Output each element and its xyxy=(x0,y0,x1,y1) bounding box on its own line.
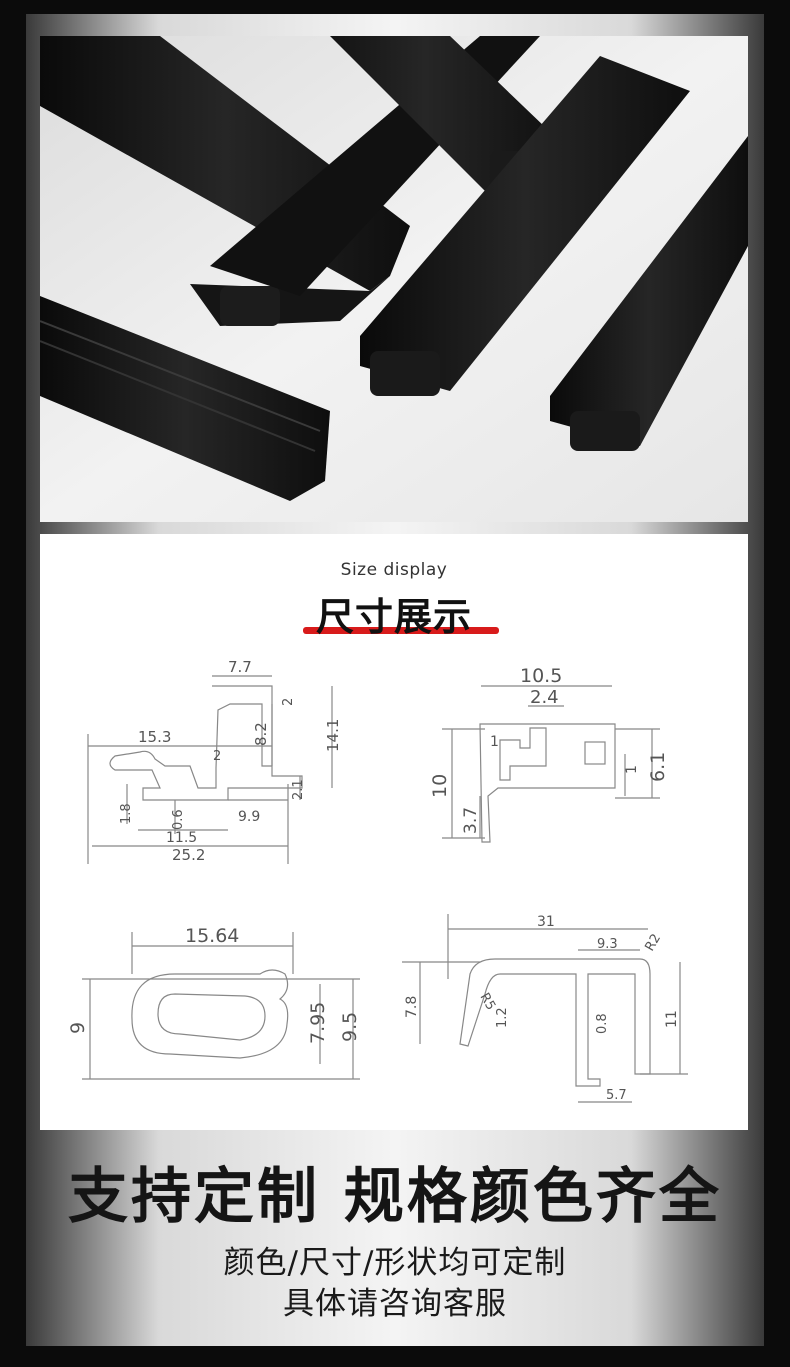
d2-dim-2-4: 2.4 xyxy=(530,687,559,708)
d4-dim-31: 31 xyxy=(537,914,555,930)
d3-dim-15-64: 15.64 xyxy=(185,925,239,947)
product-photo xyxy=(40,36,748,522)
d4-dim-0-8: 0.8 xyxy=(595,1013,610,1034)
d4-dim-9-3: 9.3 xyxy=(597,937,618,952)
d1-dim-2-mid: 2 xyxy=(213,749,221,764)
strip-e xyxy=(550,136,748,446)
d4-dim-1-2: 1.2 xyxy=(495,1007,510,1028)
d1-dim-9-9: 9.9 xyxy=(238,809,260,825)
diagram-3-profile xyxy=(82,932,360,1080)
d1-dim-2-top: 2 xyxy=(281,698,296,706)
d1-dim-7-7: 7.7 xyxy=(228,658,252,676)
product-photo-graphic xyxy=(40,36,748,522)
subline-contact-service: 具体请咨询客服 xyxy=(283,1286,507,1322)
d1-dim-1-8: 1.8 xyxy=(119,803,134,824)
d1-dim-0-6: 0.6 xyxy=(171,809,186,830)
headline-customization: 支持定制 规格颜色齐全 xyxy=(68,1162,722,1232)
d1-dim-15-3: 15.3 xyxy=(138,728,171,746)
diagram-2-profile xyxy=(442,685,660,843)
d4-dim-r2: R2 xyxy=(642,932,664,954)
d1-dim-14-1: 14.1 xyxy=(324,719,342,752)
d3-dim-7-95: 7.95 xyxy=(307,1002,329,1044)
d2-dim-1-left: 1 xyxy=(490,734,499,750)
size-display-title: 尺寸展示 xyxy=(315,595,472,639)
d2-dim-10: 10 xyxy=(429,774,451,798)
d1-dim-8-2: 8.2 xyxy=(252,722,270,746)
strip-d xyxy=(360,56,690,391)
subline-customizable: 颜色/尺寸/形状均可定制 xyxy=(223,1245,567,1281)
title-underline xyxy=(303,627,499,634)
d3-dim-9: 9 xyxy=(67,1022,89,1034)
d2-dim-1-right: 1 xyxy=(624,765,640,774)
d4-dim-7-8: 7.8 xyxy=(404,996,420,1018)
d1-dim-2-1: 2.1 xyxy=(291,779,306,800)
d2-dim-10-5: 10.5 xyxy=(520,665,562,687)
size-display-subtitle: Size display xyxy=(340,560,448,580)
dimension-diagrams: 7.7 2 15.3 2 8.2 14.1 2.1 1.8 0.6 9.9 11… xyxy=(67,658,688,1103)
d2-dim-3-7: 3.7 xyxy=(461,807,481,834)
d1-dim-11-5: 11.5 xyxy=(166,830,197,846)
d4-dim-11: 11 xyxy=(664,1010,680,1028)
d2-dim-6-1: 6.1 xyxy=(647,752,669,782)
diagram-4-profile xyxy=(402,914,688,1103)
d4-dim-r5: R5 xyxy=(477,991,499,1013)
d1-dim-25-2: 25.2 xyxy=(172,846,205,864)
size-display-panel: Size display 尺寸展示 xyxy=(40,534,748,1130)
diagram-1-profile xyxy=(87,675,333,864)
d4-dim-5-7: 5.7 xyxy=(606,1088,627,1103)
d3-dim-9-5: 9.5 xyxy=(339,1012,361,1042)
